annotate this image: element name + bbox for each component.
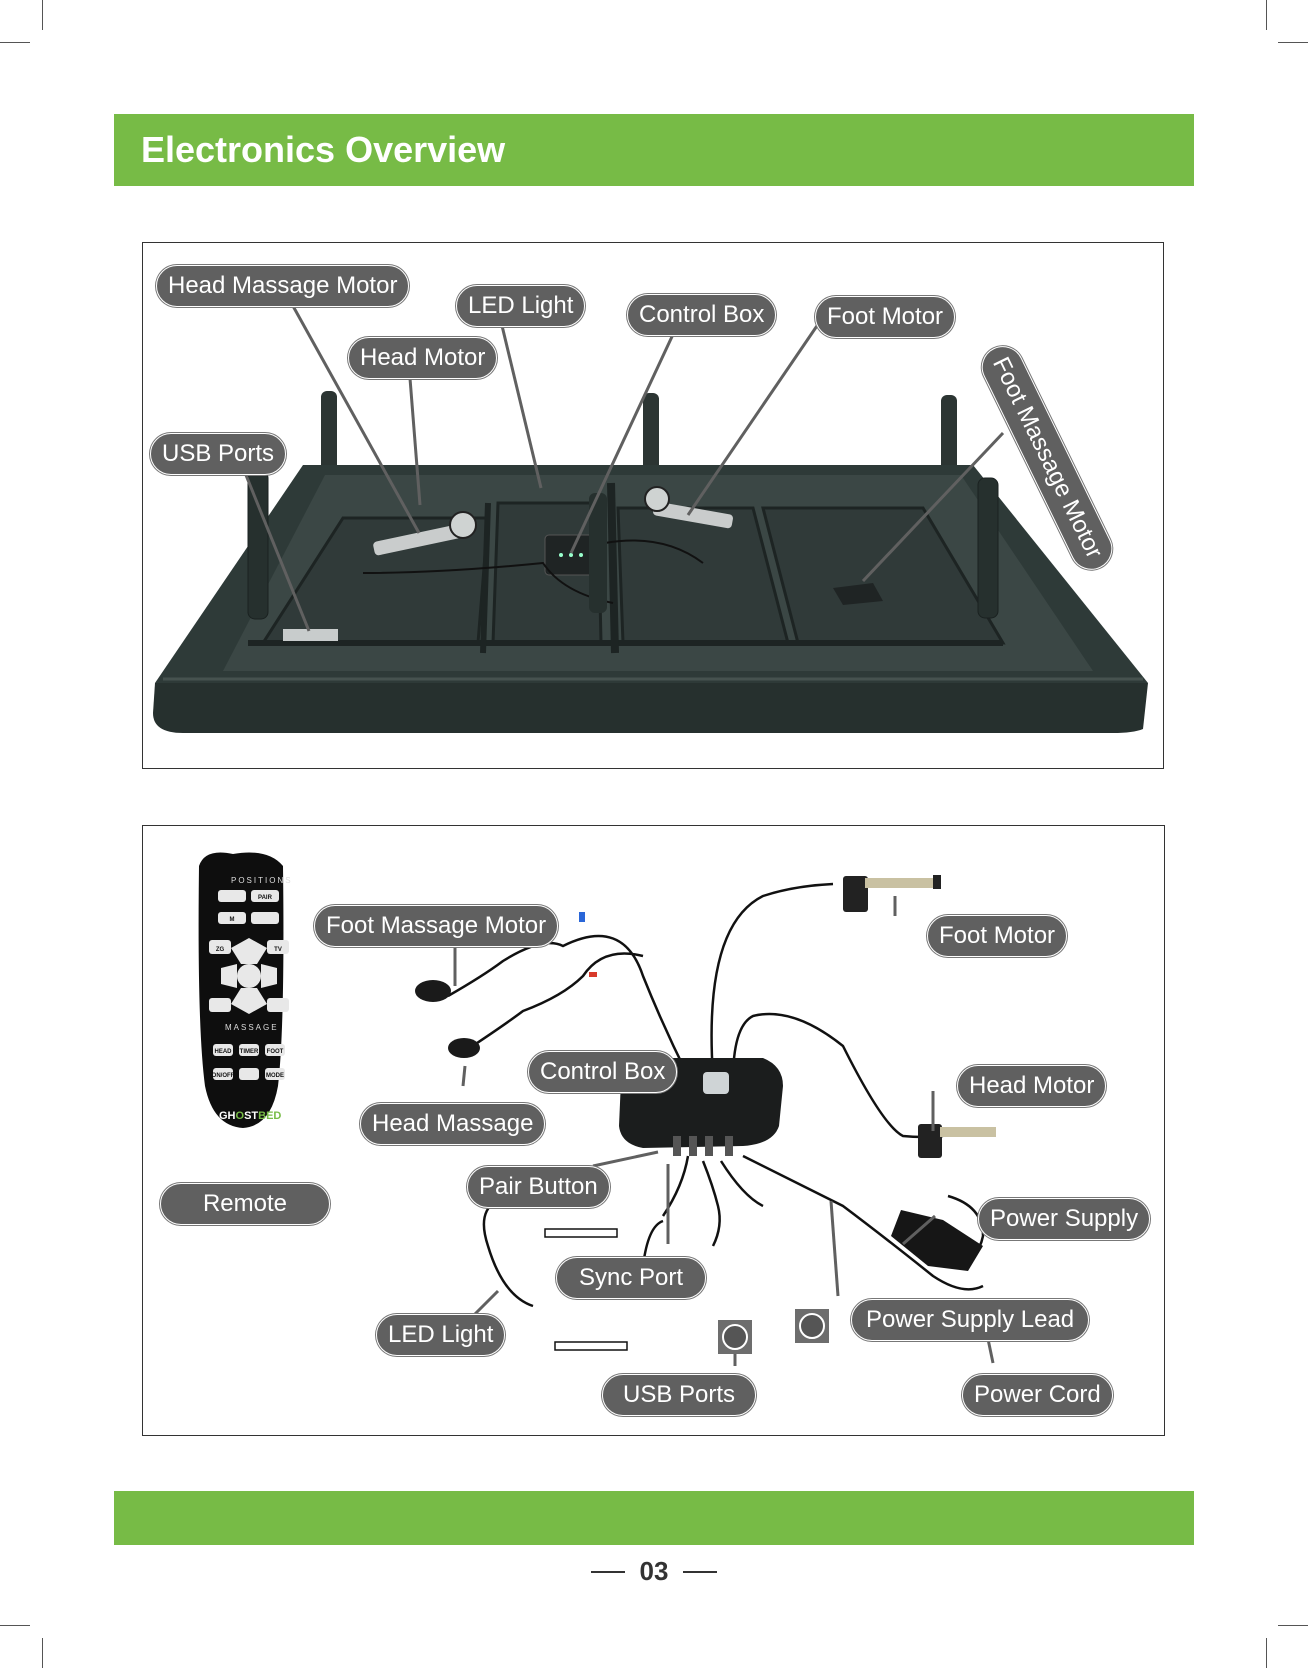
page-number-dash-right bbox=[683, 1571, 717, 1573]
crop-mark bbox=[0, 42, 30, 43]
crop-mark bbox=[1278, 42, 1308, 43]
callout-usb-ports: USB Ports bbox=[150, 433, 287, 475]
callout-power-cord: Power Cord bbox=[962, 1374, 1113, 1416]
callout-pair-button: Pair Button bbox=[467, 1166, 610, 1208]
remote-button-label: M bbox=[230, 917, 235, 923]
brand-bed: BED bbox=[258, 1110, 282, 1122]
callout-head-motor: Head Motor bbox=[348, 337, 498, 379]
section-title: Electronics Overview bbox=[141, 129, 506, 170]
callout-led-light: LED Light bbox=[376, 1314, 506, 1356]
callout-foot-motor: Foot Motor bbox=[927, 915, 1068, 957]
remote-massage-label: MASSAGE bbox=[225, 1023, 279, 1032]
callout-usb-ports: USB Ports bbox=[602, 1374, 757, 1416]
callout-control-box: Control Box bbox=[627, 294, 777, 336]
callout-control-box: Control Box bbox=[528, 1051, 678, 1093]
page-number: 03 bbox=[639, 1556, 669, 1586]
remote-button-label: ON/OFF bbox=[212, 1073, 235, 1079]
bed-base-illustration bbox=[153, 287, 1148, 733]
callout-remote: Remote bbox=[160, 1183, 330, 1225]
remote-button-label: ZG bbox=[216, 947, 225, 953]
remote-button-label: FOOT bbox=[267, 1049, 284, 1055]
remote-button-label: HEAD bbox=[214, 1049, 232, 1055]
bed-base-figure: Head Massage Motor LED Light Control Box… bbox=[142, 242, 1164, 769]
callout-led-light: LED Light bbox=[456, 285, 586, 327]
crop-mark bbox=[42, 0, 43, 30]
page-number-dash-left bbox=[591, 1571, 625, 1573]
callout-foot-motor: Foot Motor bbox=[815, 296, 956, 338]
brand-o: O bbox=[235, 1110, 245, 1122]
callout-head-massage: Head Massage bbox=[360, 1103, 546, 1145]
components-figure: PAIR M ZG TV HEAD TIMER FOOT ON/OFF MODE POSITIO… bbox=[142, 825, 1165, 1436]
remote-brand-logo: GHOSTBED bbox=[219, 1110, 281, 1122]
remote-button-label: MODE bbox=[266, 1073, 284, 1079]
remote-positions-label: POSITIONS bbox=[231, 876, 293, 885]
remote-button-label: PAIR bbox=[258, 895, 273, 901]
callout-head-motor: Head Motor bbox=[957, 1065, 1107, 1107]
callout-sync-port: Sync Port bbox=[556, 1257, 707, 1299]
brand-ghost: GH bbox=[219, 1110, 236, 1122]
callout-head-massage-motor: Head Massage Motor bbox=[156, 265, 410, 307]
section-header-bar: Electronics Overview bbox=[114, 114, 1194, 186]
callout-power-supply-lead: Power Supply Lead bbox=[851, 1299, 1090, 1341]
crop-mark bbox=[42, 1638, 43, 1668]
crop-mark bbox=[1278, 1625, 1308, 1626]
crop-mark bbox=[1266, 0, 1267, 30]
crop-mark bbox=[0, 1625, 30, 1626]
remote-button-label: TIMER bbox=[240, 1049, 259, 1055]
brand-st: ST bbox=[244, 1110, 259, 1122]
footer-bar bbox=[114, 1491, 1194, 1545]
callout-foot-massage-motor: Foot Massage Motor bbox=[314, 905, 559, 947]
callout-power-supply: Power Supply bbox=[978, 1198, 1151, 1240]
remote-button-label: TV bbox=[274, 947, 282, 953]
crop-mark bbox=[1266, 1638, 1267, 1668]
